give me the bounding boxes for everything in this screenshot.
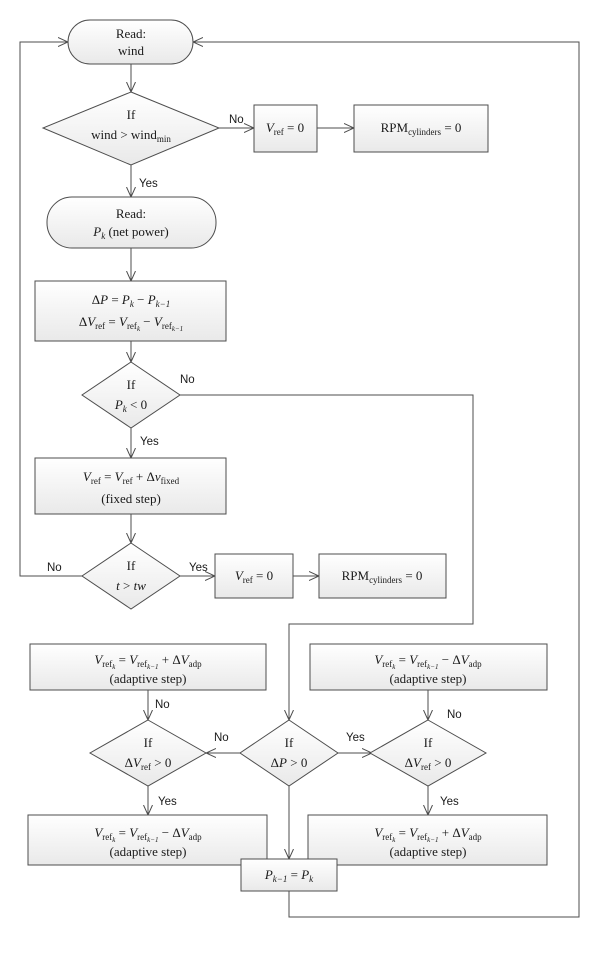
decision-dp [239, 719, 339, 787]
decision-wind-if: If [127, 107, 136, 122]
label-yes-pk: Yes [140, 436, 159, 448]
adaptive-left-bottom-equation: Vrefk = Vrefk−1 − ΔVadp [94, 825, 202, 844]
decision-pk-if: If [127, 377, 136, 392]
decision-wind-condition: wind > windmin [91, 127, 171, 144]
decision-t [81, 542, 181, 610]
vref-zero-1-text: Vref = 0 [266, 120, 304, 137]
adaptive-left-bottom-box [27, 814, 268, 866]
adaptive-right-top-box [309, 643, 548, 691]
update-pk-text: Pk−1 = Pk [264, 867, 314, 884]
decision-pk [81, 361, 181, 429]
adaptive-left-top-box [29, 643, 267, 691]
arrow-t-no-loop-back [19, 42, 82, 577]
decision-dvref-right-condition: ΔVref > 0 [405, 755, 452, 772]
delta-p-equation: ΔP = Pk − Pk−1 [92, 292, 171, 309]
start-terminator [67, 19, 194, 65]
start-line2: wind [118, 43, 145, 58]
decision-dp-condition: ΔP > 0 [271, 755, 308, 770]
decision-t-if: If [127, 558, 136, 573]
read-pk-line2: Pk (net power) [92, 224, 168, 241]
decision-dvref-left [88, 719, 208, 787]
read-pk-line1: Read: [116, 206, 146, 221]
label-no-pk: No [180, 374, 195, 386]
label-yes-dp: Yes [346, 732, 365, 744]
label-no-right: No [447, 709, 462, 721]
label-yes-wind: Yes [139, 178, 158, 190]
delta-box [34, 280, 227, 342]
decision-dvref-right [368, 719, 488, 787]
decision-t-condition: t > tw [116, 578, 146, 593]
adaptive-left-top-label: (adaptive step) [110, 671, 187, 686]
adaptive-right-bottom-equation: Vrefk = Vrefk−1 + ΔVadp [374, 825, 482, 844]
decision-dvref-left-condition: ΔVref > 0 [125, 755, 172, 772]
connectors [19, 42, 580, 918]
vref-zero-2-text: Vref = 0 [235, 568, 273, 585]
label-yes-left: Yes [158, 796, 177, 808]
decision-dp-if: If [285, 735, 294, 750]
vref-zero-box-1 [253, 104, 318, 153]
fixed-step-equation: Vref = Vref + Δvfixed [83, 469, 180, 486]
decision-wind [41, 91, 221, 166]
read-pk-terminator [46, 196, 217, 249]
arrow-pk-no-to-dp-decision [180, 394, 474, 720]
decision-dvref-left-if: If [144, 735, 153, 750]
adaptive-left-bottom-label: (adaptive step) [110, 844, 187, 859]
adaptive-right-bottom-box [307, 814, 548, 866]
label-yes-t: Yes [189, 562, 208, 574]
rpm-zero-box-2 [318, 553, 447, 599]
delta-vref-equation: ΔVref = Vrefk − Vrefk−1 [79, 314, 183, 333]
label-no-left: No [155, 699, 170, 711]
decision-dvref-right-if: If [424, 735, 433, 750]
adaptive-right-top-equation: Vrefk = Vrefk−1 − ΔVadp [374, 652, 482, 671]
fixed-step-label: (fixed step) [101, 491, 161, 506]
label-yes-right: Yes [440, 796, 459, 808]
vref-zero-box-2 [214, 553, 294, 599]
arrow-update-loop-back [193, 42, 580, 918]
adaptive-right-top-label: (adaptive step) [390, 671, 467, 686]
rpm-zero-2-text: RPMcylinders = 0 [342, 568, 423, 585]
nodes [27, 19, 548, 892]
label-no-wind: No [229, 114, 244, 126]
label-no-t: No [47, 562, 62, 574]
update-pk-box [240, 858, 338, 892]
decision-pk-condition: Pk < 0 [114, 397, 147, 414]
adaptive-left-top-equation: Vrefk = Vrefk−1 + ΔVadp [94, 652, 202, 671]
adaptive-right-bottom-label: (adaptive step) [390, 844, 467, 859]
label-no-dp: No [214, 732, 229, 744]
rpm-zero-box-1 [353, 104, 489, 153]
start-line1: Read: [116, 26, 146, 41]
rpm-zero-1-text: RPMcylinders = 0 [381, 120, 462, 137]
fixed-step-box [34, 457, 227, 515]
